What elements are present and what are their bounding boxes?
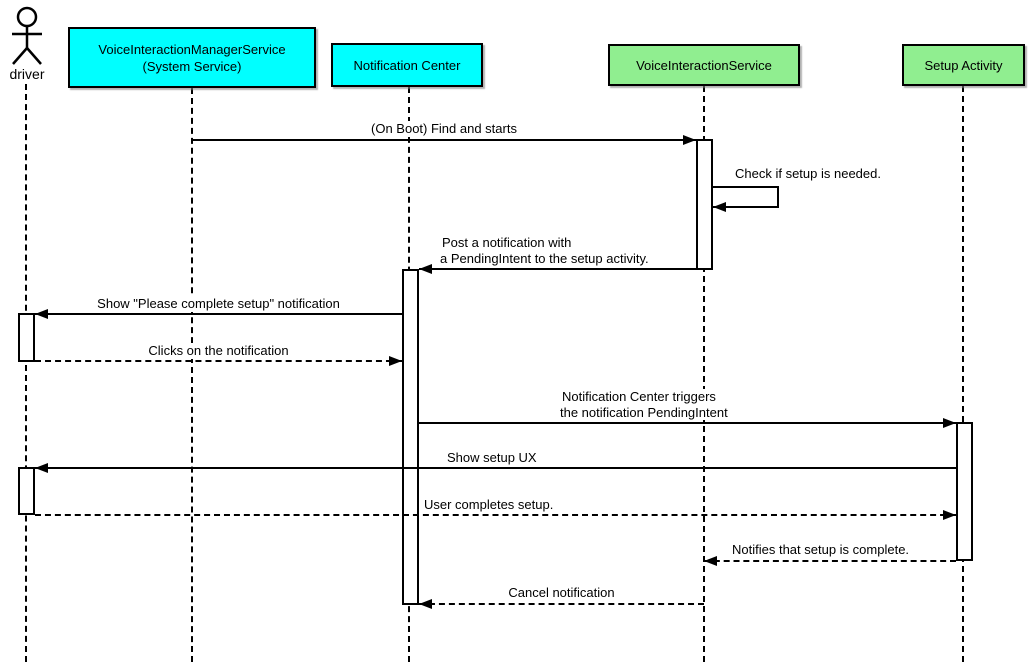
- participant-voice-interaction-manager-service: VoiceInteractionManagerService (System S…: [68, 27, 316, 88]
- arrowhead-left: [704, 556, 717, 566]
- message-label-user-completes-setup: User completes setup.: [422, 497, 556, 512]
- message-line-post-notification: [419, 268, 696, 270]
- actor-label: driver: [9, 66, 45, 82]
- arrowhead-right: [683, 135, 696, 145]
- message-label-show-setup-notification: Show "Please complete setup" notificatio…: [95, 296, 342, 312]
- self-message-line-top: [713, 186, 779, 188]
- activation-bar-voice-interaction-service: [696, 139, 713, 270]
- message-line-triggers-pendingintent: [419, 422, 956, 424]
- self-message-line-bottom: [713, 206, 779, 208]
- message-label-check-if-setup-needed: Check if setup is needed.: [733, 166, 883, 181]
- arrowhead-left: [35, 309, 48, 319]
- arrowhead-left: [419, 599, 432, 609]
- message-label-show-setup-ux: Show setup UX: [445, 450, 539, 465]
- lifeline-setup-activity: [962, 86, 964, 662]
- activation-bar-driver-2: [18, 467, 35, 515]
- message-label-post-notification: Post a notification with a PendingIntent…: [440, 235, 651, 266]
- message-label-notifies-setup-complete: Notifies that setup is complete.: [730, 542, 912, 557]
- arrowhead-left: [713, 202, 726, 212]
- arrowhead-left: [35, 463, 48, 473]
- lifeline-voice-interaction-service: [703, 86, 705, 662]
- activation-bar-setup-activity: [956, 422, 973, 561]
- actor-person-icon: [12, 6, 42, 65]
- activation-bar-driver-1: [18, 313, 35, 362]
- message-label-clicks-notification: Clicks on the notification: [146, 343, 291, 359]
- message-line-clicks-notification: [35, 360, 402, 362]
- arrowhead-right: [943, 418, 956, 428]
- lifeline-driver: [25, 84, 27, 662]
- message-line-cancel-notification: [419, 603, 704, 605]
- activation-bar-notification-center: [402, 269, 419, 605]
- message-line-show-setup-ux: [35, 467, 956, 469]
- message-line-notifies-setup-complete: [704, 560, 956, 562]
- message-line-show-setup-notification: [35, 313, 402, 315]
- participant-voice-interaction-service: VoiceInteractionService: [608, 44, 800, 86]
- arrowhead-left: [419, 264, 432, 274]
- arrowhead-right: [389, 356, 402, 366]
- message-label-triggers-pendingintent: Notification Center triggers the notific…: [560, 389, 730, 420]
- participant-notification-center: Notification Center: [331, 43, 483, 87]
- lifeline-voice-interaction-manager-service: [191, 88, 193, 662]
- participant-setup-activity: Setup Activity: [902, 44, 1025, 86]
- message-line-user-completes-setup: [35, 514, 956, 516]
- message-line-on-boot-find-and-starts: [192, 139, 696, 141]
- arrowhead-right: [943, 510, 956, 520]
- self-message-line-right: [777, 186, 779, 208]
- message-label-on-boot-find-and-starts: (On Boot) Find and starts: [369, 121, 519, 137]
- message-label-cancel-notification: Cancel notification: [506, 585, 617, 601]
